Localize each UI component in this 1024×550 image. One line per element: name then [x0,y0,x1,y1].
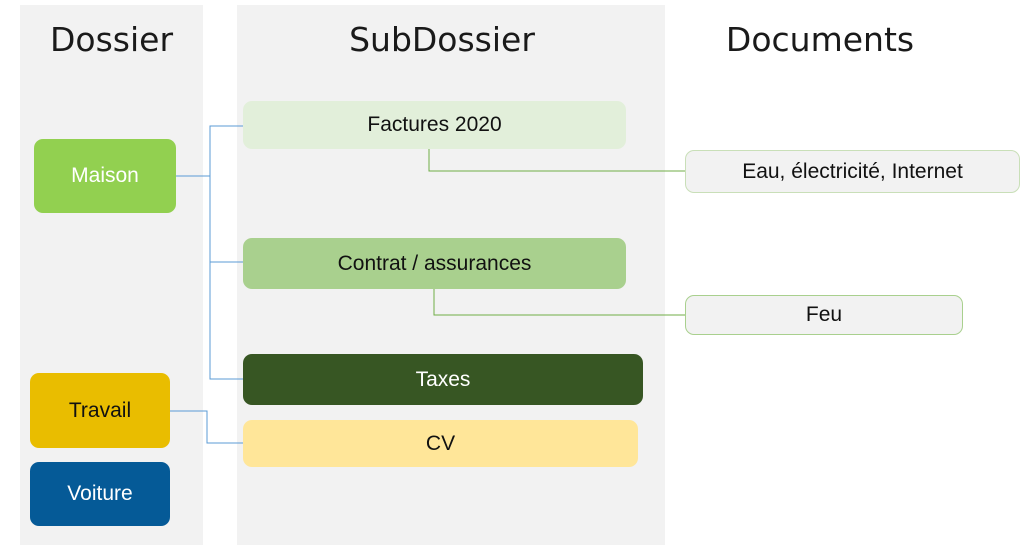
document-eau-electricite-internet[interactable]: Eau, électricité, Internet [685,150,1020,193]
connector-contrat-feu [433,289,685,316]
dossier-column [20,5,203,545]
subdossier-column-title: SubDossier [349,20,535,59]
connector-maison-factures [176,125,243,177]
dossier-maison[interactable]: Maison [34,139,176,213]
dossier-travail[interactable]: Travail [30,373,170,448]
document-feu[interactable]: Feu [685,295,963,335]
subdossier-cv[interactable]: CV [243,420,638,467]
connector-maison-taxes [209,262,243,380]
subdossier-factures-2020[interactable]: Factures 2020 [243,101,626,149]
connector-travail-cv [170,410,243,444]
connector-maison-contrat [209,176,243,263]
dossier-column-title: Dossier [49,20,174,59]
subdossier-taxes[interactable]: Taxes [243,354,643,405]
dossier-voiture[interactable]: Voiture [30,462,170,526]
documents-column-title: Documents [725,20,915,59]
subdossier-contrat-assurances[interactable]: Contrat / assurances [243,238,626,289]
connector-factures-eau [428,149,685,172]
